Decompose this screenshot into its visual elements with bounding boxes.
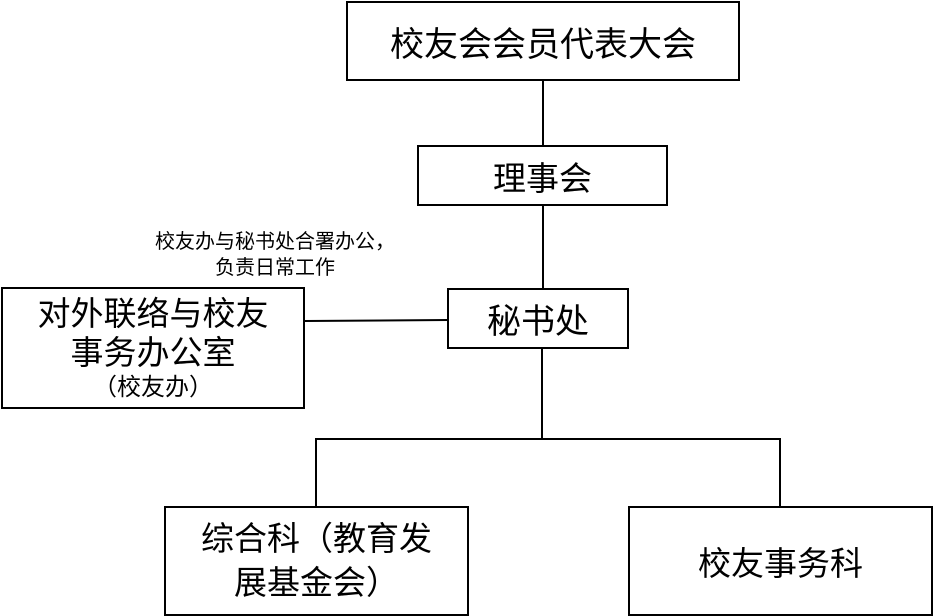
general-section-box: 综合科（教育发 展基金会）: [164, 506, 469, 616]
note-line-2: 负责日常工作: [215, 255, 335, 279]
council-label: 理事会: [493, 158, 592, 198]
alumni-affairs-label: 校友事务科: [698, 544, 863, 583]
secretariat-label: 秘书处: [487, 302, 589, 342]
congress-label: 校友会会员代表大会: [390, 24, 696, 65]
connector-branch-bar: [315, 438, 781, 507]
council-box: 理事会: [417, 145, 668, 206]
office-box: 对外联络与校友 事务办公室 （校友办）: [1, 287, 305, 409]
general-label-line-1: 综合科（教育发: [201, 519, 432, 558]
note-line-1: 校友办与秘书处合署办公，: [155, 229, 395, 253]
alumni-affairs-box: 校友事务科: [628, 506, 933, 616]
office-label-line-2: 事务办公室: [70, 333, 236, 372]
secretariat-box: 秘书处: [447, 288, 629, 349]
congress-box: 校友会会员代表大会: [346, 1, 740, 81]
co-location-note: 校友办与秘书处合署办公， 负责日常工作: [120, 228, 430, 280]
office-label-line-1: 对外联络与校友: [37, 294, 269, 333]
general-label-line-2: 展基金会）: [234, 563, 399, 602]
connector-office-secretariat: [304, 319, 449, 322]
office-label-line-3: （校友办）: [93, 373, 213, 401]
